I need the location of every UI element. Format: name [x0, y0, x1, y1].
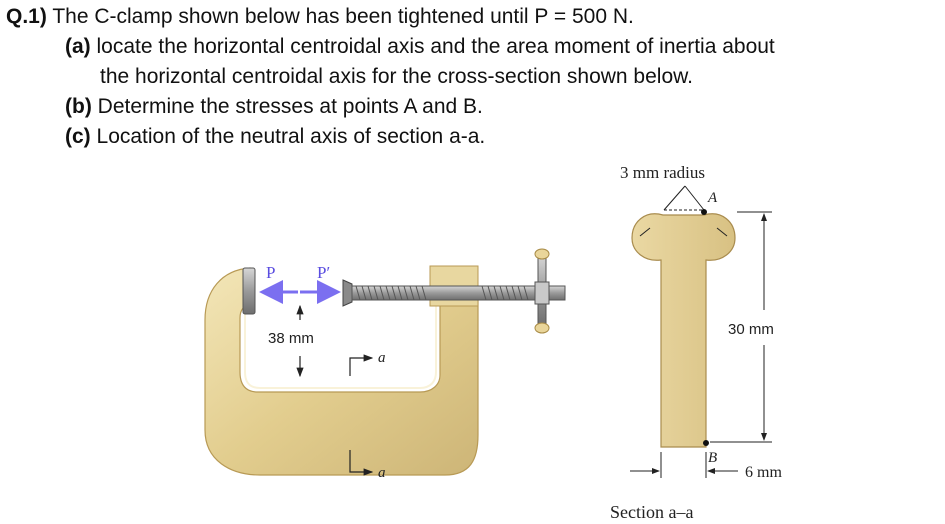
question-number: Q.1) [6, 5, 47, 28]
clamp-screw [342, 248, 566, 334]
t-handle-knob-top [534, 248, 550, 260]
screw-rod [351, 285, 566, 301]
section-caption: Section a–a [610, 502, 693, 522]
point-a-marker [701, 209, 707, 215]
part-c-text: Location of the neutral axis of section … [96, 125, 486, 148]
radius-leader-right [684, 185, 705, 211]
part-a-tag: (a) [65, 35, 91, 58]
t-section-shape [631, 213, 736, 448]
clamp-inner-highlight [244, 300, 437, 389]
radius-tick-left [639, 227, 651, 237]
section-cut-top [349, 357, 366, 376]
fixed-jaw-pad [242, 267, 256, 315]
label-p-prime: P′ [317, 263, 330, 282]
point-b-label: B [708, 450, 717, 466]
part-a-line1: (a) locate the horizontal centroidal axi… [65, 32, 775, 62]
part-c-tag: (c) [65, 125, 91, 148]
part-b-tag: (b) [65, 95, 92, 118]
t-handle-collar [534, 281, 550, 305]
radius-label: 3 mm radius [620, 163, 705, 182]
point-a-label: A [707, 190, 718, 206]
part-a-text-2: the horizontal centroidal axis for the c… [100, 65, 693, 88]
question-intro-line: Q.1) The C-clamp shown below has been ti… [6, 2, 634, 32]
part-b-text: Determine the stresses at points A and B… [97, 95, 483, 118]
part-a-line2: the horizontal centroidal axis for the c… [100, 62, 693, 92]
swivel-pad [342, 279, 353, 307]
section-cut-bottom [349, 450, 366, 473]
radius-leader-left [663, 185, 686, 211]
section-mark-top: a [378, 350, 386, 366]
part-c-line: (c) Location of the neutral axis of sect… [65, 122, 485, 152]
question-intro: The C-clamp shown below has been tighten… [52, 5, 634, 28]
dim-38-label: 38 mm [268, 330, 314, 347]
point-b-marker [703, 440, 709, 446]
part-a-text-1: locate the horizontal centroidal axis an… [96, 35, 775, 58]
part-b-line: (b) Determine the stresses at points A a… [65, 92, 483, 122]
label-p: P [266, 263, 275, 282]
dim-6-label: 6 mm [745, 464, 782, 481]
dim-30-label: 30 mm [728, 321, 774, 338]
section-mark-bottom: a [378, 465, 386, 481]
t-handle-knob-bottom [534, 322, 550, 334]
screw-threads [355, 285, 529, 301]
radius-tick-right [716, 227, 728, 237]
cross-section [631, 185, 736, 448]
